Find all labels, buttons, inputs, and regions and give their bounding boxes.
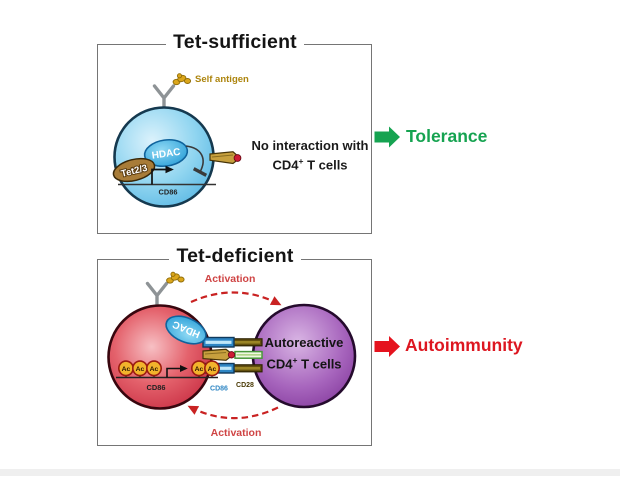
self-antigen-icon bbox=[172, 73, 192, 86]
hdac-ellipse-flipped: HDAC bbox=[165, 315, 207, 345]
tcell-sup: + bbox=[292, 354, 298, 365]
ac-label: Ac bbox=[122, 366, 131, 373]
autoreactive-tcell-label: Autoreactive CD4+ T cells bbox=[254, 335, 354, 372]
cd86-gene-label: CD86 bbox=[147, 383, 166, 392]
ac-label: Ac bbox=[208, 366, 217, 373]
bottom-panel-title: Tet-deficient bbox=[169, 245, 301, 268]
top-panel-title: Tet-sufficient bbox=[166, 31, 304, 54]
promoter-arrow-icon bbox=[151, 165, 174, 185]
deficient-b-cell-group: HDAC Ac Ac Ac Ac Ac CD86 CD86 CD28 bbox=[107, 271, 357, 420]
activation-label-top: Activation bbox=[204, 273, 256, 285]
self-antigen-label: Self antigen bbox=[195, 74, 249, 85]
hdac-ellipse: HDAC bbox=[143, 138, 189, 168]
promoter-arrow-icon bbox=[166, 364, 188, 378]
top-panel-title-wrap: Tet-sufficient bbox=[97, 31, 373, 54]
bottom-panel-title-wrap: Tet-deficient bbox=[97, 245, 373, 268]
hdac-label: HDAC bbox=[151, 147, 181, 162]
acetyl-marks: Ac Ac Ac Ac Ac bbox=[118, 360, 221, 377]
note-tail: T cells bbox=[303, 156, 348, 172]
activation-arc-bottom bbox=[187, 405, 279, 420]
ac-label: Ac bbox=[150, 366, 159, 373]
tcell-cd4: CD4 bbox=[266, 355, 293, 371]
image-edge-strip bbox=[0, 469, 620, 476]
no-interaction-note: No interaction with CD4+ T cells bbox=[248, 138, 372, 172]
cd86-receptor-icon bbox=[209, 151, 242, 165]
note-line1: No interaction with bbox=[251, 138, 369, 153]
activation-label-bottom: Activation bbox=[210, 427, 262, 439]
cd86-gene-label: CD86 bbox=[159, 188, 178, 197]
cd28-receptor-label: CD28 bbox=[236, 382, 254, 389]
tcell-tail: T cells bbox=[297, 355, 342, 371]
hdac-repression-arrow bbox=[185, 145, 208, 177]
cd86-ligand-label: CD86 bbox=[210, 386, 228, 393]
tolerant-b-cell-group: HDAC Tet2/3 CD86 bbox=[112, 73, 242, 208]
note-cd4: CD4 bbox=[272, 156, 299, 172]
ac-label: Ac bbox=[136, 366, 145, 373]
autoimmunity-outcome-arrow bbox=[374, 336, 400, 357]
tet23-ellipse: Tet2/3 bbox=[112, 157, 156, 183]
autoimmunity-label: Autoimmunity bbox=[405, 335, 523, 355]
tcell-line1: Autoreactive bbox=[264, 335, 344, 350]
note-sup: + bbox=[298, 155, 304, 166]
activation-arc-top bbox=[190, 291, 282, 306]
ac-label: Ac bbox=[195, 366, 204, 373]
tolerance-outcome-arrow bbox=[374, 126, 400, 148]
tolerance-label: Tolerance bbox=[406, 126, 488, 146]
